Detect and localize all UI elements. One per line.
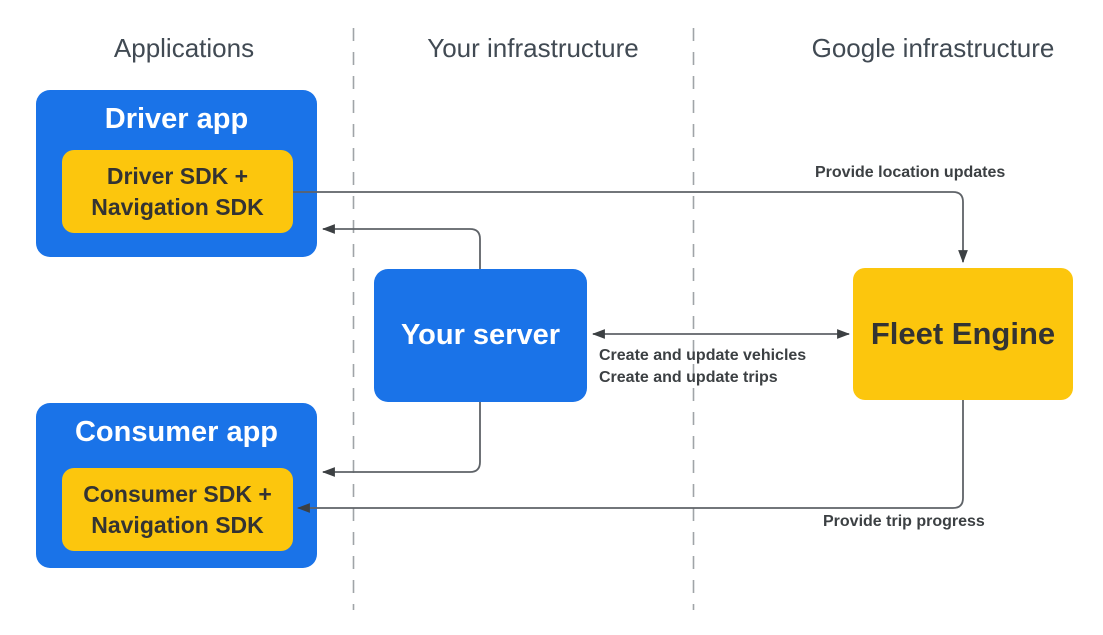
consumer-app-node: Consumer app Consumer SDK + Navigation S… — [36, 403, 317, 568]
edge-label-provide-trip-progress: Provide trip progress — [823, 513, 985, 530]
edge-label-provide-location-updates: Provide location updates — [815, 164, 1006, 181]
your-server-node: Your server — [374, 269, 587, 402]
consumer-sdk-label-line2: Navigation SDK — [91, 511, 264, 538]
consumer-app-title: Consumer app — [74, 416, 279, 448]
column-header-google-infrastructure: Google infrastructure — [811, 33, 1055, 63]
edge-label-create-update-vehicles: Create and update vehicles — [599, 347, 807, 364]
your-server-title: Your server — [400, 319, 561, 351]
edge-label-create-update: Create and update vehicles Create and up… — [599, 345, 806, 389]
column-header-applications: Applications — [113, 33, 255, 63]
driver-app-node: Driver app Driver SDK + Navigation SDK — [36, 90, 317, 257]
driver-sdk-label-line1: Driver SDK + — [106, 162, 249, 189]
driver-app-title: Driver app — [104, 103, 249, 135]
edge-your-server-to-consumer-app — [321, 402, 481, 477]
column-header-your-infrastructure: Your infrastructure — [427, 33, 639, 63]
driver-sdk-label-line2: Navigation SDK — [91, 193, 264, 220]
edge-label-create-update-trips: Create and update trips — [599, 369, 778, 386]
edge-driver-sdk-to-fleet-engine — [293, 191, 968, 264]
consumer-sdk-label-line1: Consumer SDK + — [83, 480, 272, 507]
edge-your-server-to-driver-app — [321, 224, 481, 269]
fleet-engine-title: Fleet Engine — [870, 316, 1056, 351]
driver-sdk-node: Driver SDK + Navigation SDK — [62, 150, 293, 233]
edge-fleet-engine-to-consumer-sdk — [296, 400, 964, 513]
fleet-engine-node: Fleet Engine — [853, 268, 1073, 400]
consumer-sdk-node: Consumer SDK + Navigation SDK — [62, 468, 293, 551]
